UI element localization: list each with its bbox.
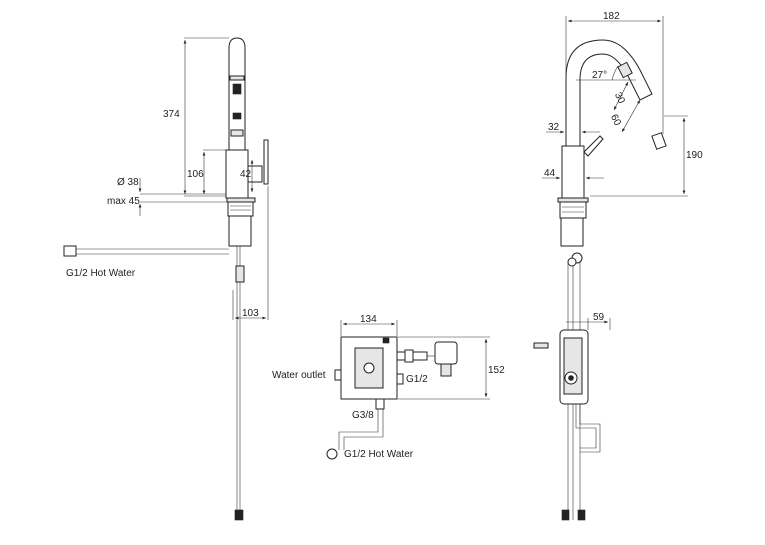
dim-angle-label: 27° (592, 70, 607, 81)
side-aerator-detail (651, 132, 667, 150)
front-spout-band (230, 129, 244, 137)
side-nut (559, 201, 587, 219)
valve-outlet (440, 363, 452, 377)
side-lever (583, 135, 604, 157)
dim-152-label: 152 (488, 365, 505, 376)
side-view: 182 27° 30 60 32 44 190 59 (533, 11, 703, 521)
side-spout (565, 39, 653, 151)
front-spout-ring (229, 75, 245, 81)
front-hose-end (234, 509, 244, 521)
water-outlet-label: Water outlet (272, 370, 326, 381)
hot-pipe-outer (338, 409, 379, 450)
front-hose-fitting (235, 265, 245, 283)
dim-max-label: max 45 (107, 196, 140, 207)
front-shank (228, 215, 252, 247)
dim-190-label: 190 (686, 150, 703, 161)
box-hot-water-label: G1/2 Hot Water (344, 449, 414, 460)
dim-line-60 (621, 99, 641, 133)
side-spout-head (617, 61, 633, 79)
dim-182-label: 182 (603, 11, 620, 22)
hot-pipe-end (326, 448, 338, 460)
front-outlet (232, 112, 242, 120)
front-spout (228, 37, 246, 153)
box-inlet-stub (396, 373, 404, 385)
box-inlet-label: G1/2 (406, 374, 428, 385)
hot-pipe-inner (343, 409, 384, 450)
control-box-screw (382, 337, 390, 344)
side-loop-pipe-2 (579, 404, 601, 453)
side-box-panel (563, 337, 583, 395)
dim-32-label: 32 (548, 122, 560, 133)
dim-106-label: 106 (187, 169, 204, 180)
box-connector-2 (404, 349, 414, 363)
solenoid-valve (434, 341, 458, 365)
side-shank (560, 217, 584, 247)
front-hot-connector (63, 245, 77, 257)
front-hot-water-label: G1/2 Hot Water (66, 268, 136, 279)
side-screw-detail (533, 342, 549, 349)
front-nut (227, 201, 254, 217)
dim-60-label: 60 (608, 113, 623, 128)
side-hose-end-1 (561, 509, 570, 521)
front-aerator (232, 83, 242, 95)
dim-30-label: 30 (612, 91, 627, 106)
dim-44-label: 44 (544, 168, 556, 179)
box-bottom-fitting (375, 398, 385, 410)
dim-diameter-label: Ø 38 (117, 177, 139, 188)
box-connector-1 (396, 351, 406, 361)
front-base-plate (226, 197, 256, 203)
box-bottom-label: G3/8 (352, 410, 374, 421)
control-box-view: 134 152 Water outlet G1/2 G3/8 G1/2 Hot … (272, 314, 505, 460)
front-view: 374 106 42 Ø 38 max 45 103 G1/2 Hot Wate… (63, 37, 269, 521)
water-outlet-stub (334, 369, 342, 381)
dim-134-label: 134 (360, 314, 377, 325)
dim-42-label: 42 (240, 169, 252, 180)
side-body (561, 145, 585, 199)
front-lever-arm (263, 139, 269, 185)
box-connector-3 (412, 351, 428, 361)
dim-103-label: 103 (242, 308, 259, 319)
side-fitting-2 (567, 257, 577, 267)
dim-59-label: 59 (593, 312, 605, 323)
control-box-indicator (363, 362, 375, 374)
dim-line-30 (613, 81, 629, 111)
dim-374-label: 374 (163, 109, 180, 120)
side-loop-pipe (575, 404, 597, 449)
side-hose-end-2 (577, 509, 586, 521)
side-base-plate (557, 197, 589, 203)
